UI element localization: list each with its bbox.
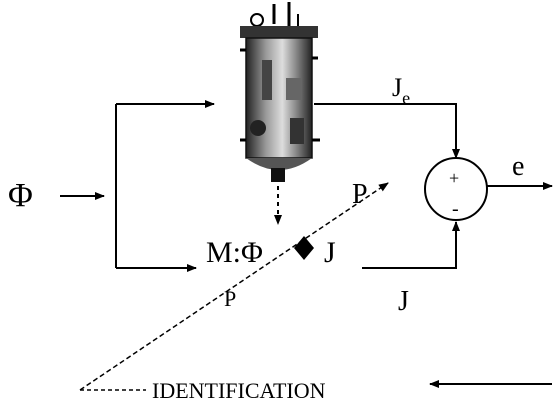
model-output-line (362, 222, 456, 268)
error-label: e (512, 151, 524, 182)
measured-output-subscript: e (402, 88, 410, 108)
sum-plus-sign: + (449, 168, 459, 188)
measured-output-line (314, 104, 456, 158)
model-output-line-label: J (398, 286, 409, 317)
bioreactor-vessel-icon (240, 2, 320, 182)
input-label: Φ (8, 177, 33, 214)
model-label: M:Φ (206, 236, 263, 269)
model-output-label: J (324, 236, 336, 269)
model-mapping-diamond-icon (294, 236, 314, 260)
measured-output-label: Je (392, 73, 410, 108)
identification-label: IDENTIFICATION (152, 378, 326, 402)
parameter-label-upper: P (352, 179, 368, 210)
parameter-label-lower: P (224, 286, 236, 311)
sum-minus-sign: - (452, 198, 459, 220)
